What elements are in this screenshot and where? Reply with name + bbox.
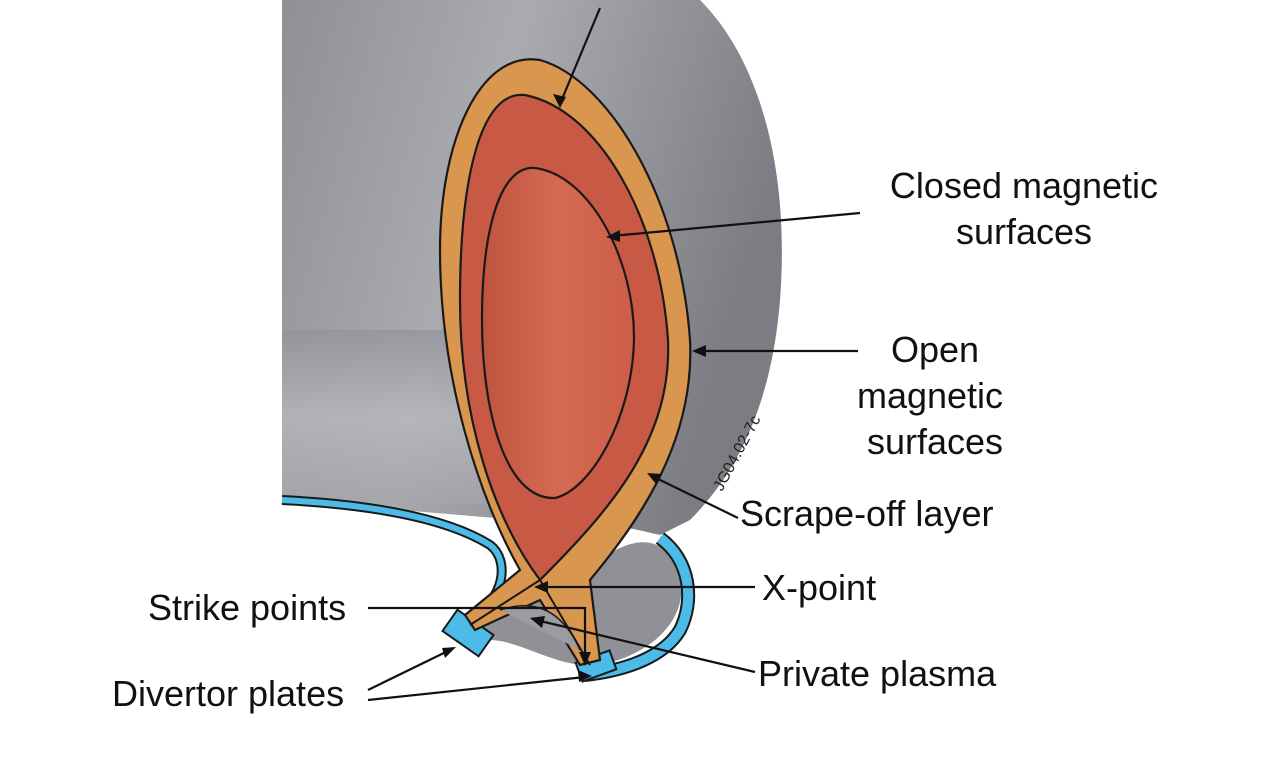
label-divertor-plates: Divertor plates bbox=[112, 673, 344, 714]
label-open-surfaces-line3: surfaces bbox=[867, 421, 1003, 462]
label-open-surfaces-line1: Open bbox=[891, 329, 979, 370]
label-closed-surfaces-line2: surfaces bbox=[956, 211, 1092, 252]
label-strike-points: Strike points bbox=[148, 587, 346, 628]
label-scrape-off-layer: Scrape-off layer bbox=[740, 493, 993, 534]
label-open-surfaces-line2: magnetic bbox=[857, 375, 1003, 416]
label-closed-surfaces-line1: Closed magnetic bbox=[890, 165, 1158, 206]
closed-magnetic-surface bbox=[480, 166, 636, 500]
label-private-plasma: Private plasma bbox=[758, 653, 997, 694]
leader-lines bbox=[367, 7, 861, 702]
label-x-point: X-point bbox=[762, 567, 876, 608]
